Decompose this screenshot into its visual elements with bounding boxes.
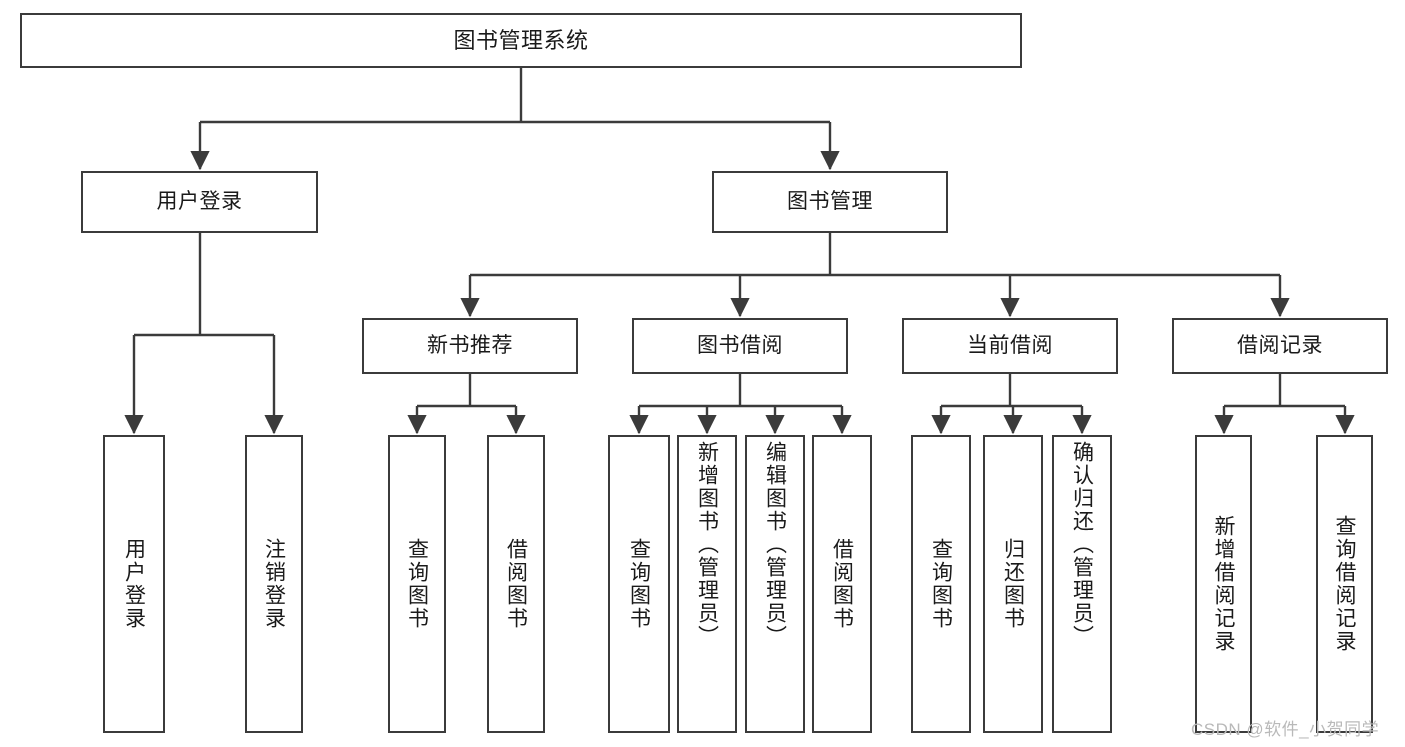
node-user-login-label: 用户登录 xyxy=(156,189,243,213)
leaf-borrow-book-2-label: 借阅图书 xyxy=(830,538,854,630)
node-user-login[interactable]: 用户登录 xyxy=(81,171,318,233)
leaf-query-record[interactable]: 查询借阅记录 xyxy=(1316,435,1373,733)
node-root[interactable]: 图书管理系统 xyxy=(20,13,1022,68)
node-book-borrow-label: 图书借阅 xyxy=(697,333,783,357)
leaf-query-book-3-label: 查询图书 xyxy=(929,538,953,630)
leaf-add-book[interactable]: 新增图书（管理员） xyxy=(677,435,737,733)
node-current-borrow[interactable]: 当前借阅 xyxy=(902,318,1118,374)
leaf-borrow-book-1-label: 借阅图书 xyxy=(504,538,528,630)
watermark: CSDN @软件_小贺同学 xyxy=(1191,720,1380,739)
leaf-borrow-book-1[interactable]: 借阅图书 xyxy=(487,435,545,733)
leaf-logout-label: 注销登录 xyxy=(262,538,286,630)
leaf-return-book-label: 归还图书 xyxy=(1001,538,1025,630)
node-borrow-record-label: 借阅记录 xyxy=(1237,333,1323,357)
leaf-add-record[interactable]: 新增借阅记录 xyxy=(1195,435,1252,733)
node-book-manage-label: 图书管理 xyxy=(787,189,873,213)
node-borrow-record[interactable]: 借阅记录 xyxy=(1172,318,1388,374)
node-book-manage[interactable]: 图书管理 xyxy=(712,171,948,233)
leaf-query-book-3[interactable]: 查询图书 xyxy=(911,435,971,733)
leaf-user-login-label: 用户登录 xyxy=(122,538,146,630)
leaf-user-login[interactable]: 用户登录 xyxy=(103,435,165,733)
edge-group xyxy=(124,68,1355,435)
leaf-add-record-label: 新增借阅记录 xyxy=(1212,515,1235,653)
leaf-return-book[interactable]: 归还图书 xyxy=(983,435,1043,733)
leaf-query-record-label: 查询借阅记录 xyxy=(1333,515,1356,653)
leaf-add-book-label: 新增图书（管理员） xyxy=(695,441,719,648)
node-book-borrow[interactable]: 图书借阅 xyxy=(632,318,848,374)
leaf-logout[interactable]: 注销登录 xyxy=(245,435,303,733)
node-new-book-recommend-label: 新书推荐 xyxy=(427,333,513,357)
leaf-edit-book[interactable]: 编辑图书（管理员） xyxy=(745,435,805,733)
leaf-confirm-return-label: 确认归还（管理员） xyxy=(1070,441,1094,648)
leaf-query-book-1-label: 查询图书 xyxy=(405,538,429,630)
node-current-borrow-label: 当前借阅 xyxy=(967,333,1053,357)
node-new-book-recommend[interactable]: 新书推荐 xyxy=(362,318,578,374)
leaf-query-book-1[interactable]: 查询图书 xyxy=(388,435,446,733)
leaf-edit-book-label: 编辑图书（管理员） xyxy=(763,441,787,648)
leaf-query-book-2-label: 查询图书 xyxy=(627,538,651,630)
leaf-query-book-2[interactable]: 查询图书 xyxy=(608,435,670,733)
leaf-borrow-book-2[interactable]: 借阅图书 xyxy=(812,435,872,733)
node-root-label: 图书管理系统 xyxy=(453,27,589,53)
leaf-confirm-return[interactable]: 确认归还（管理员） xyxy=(1052,435,1112,733)
